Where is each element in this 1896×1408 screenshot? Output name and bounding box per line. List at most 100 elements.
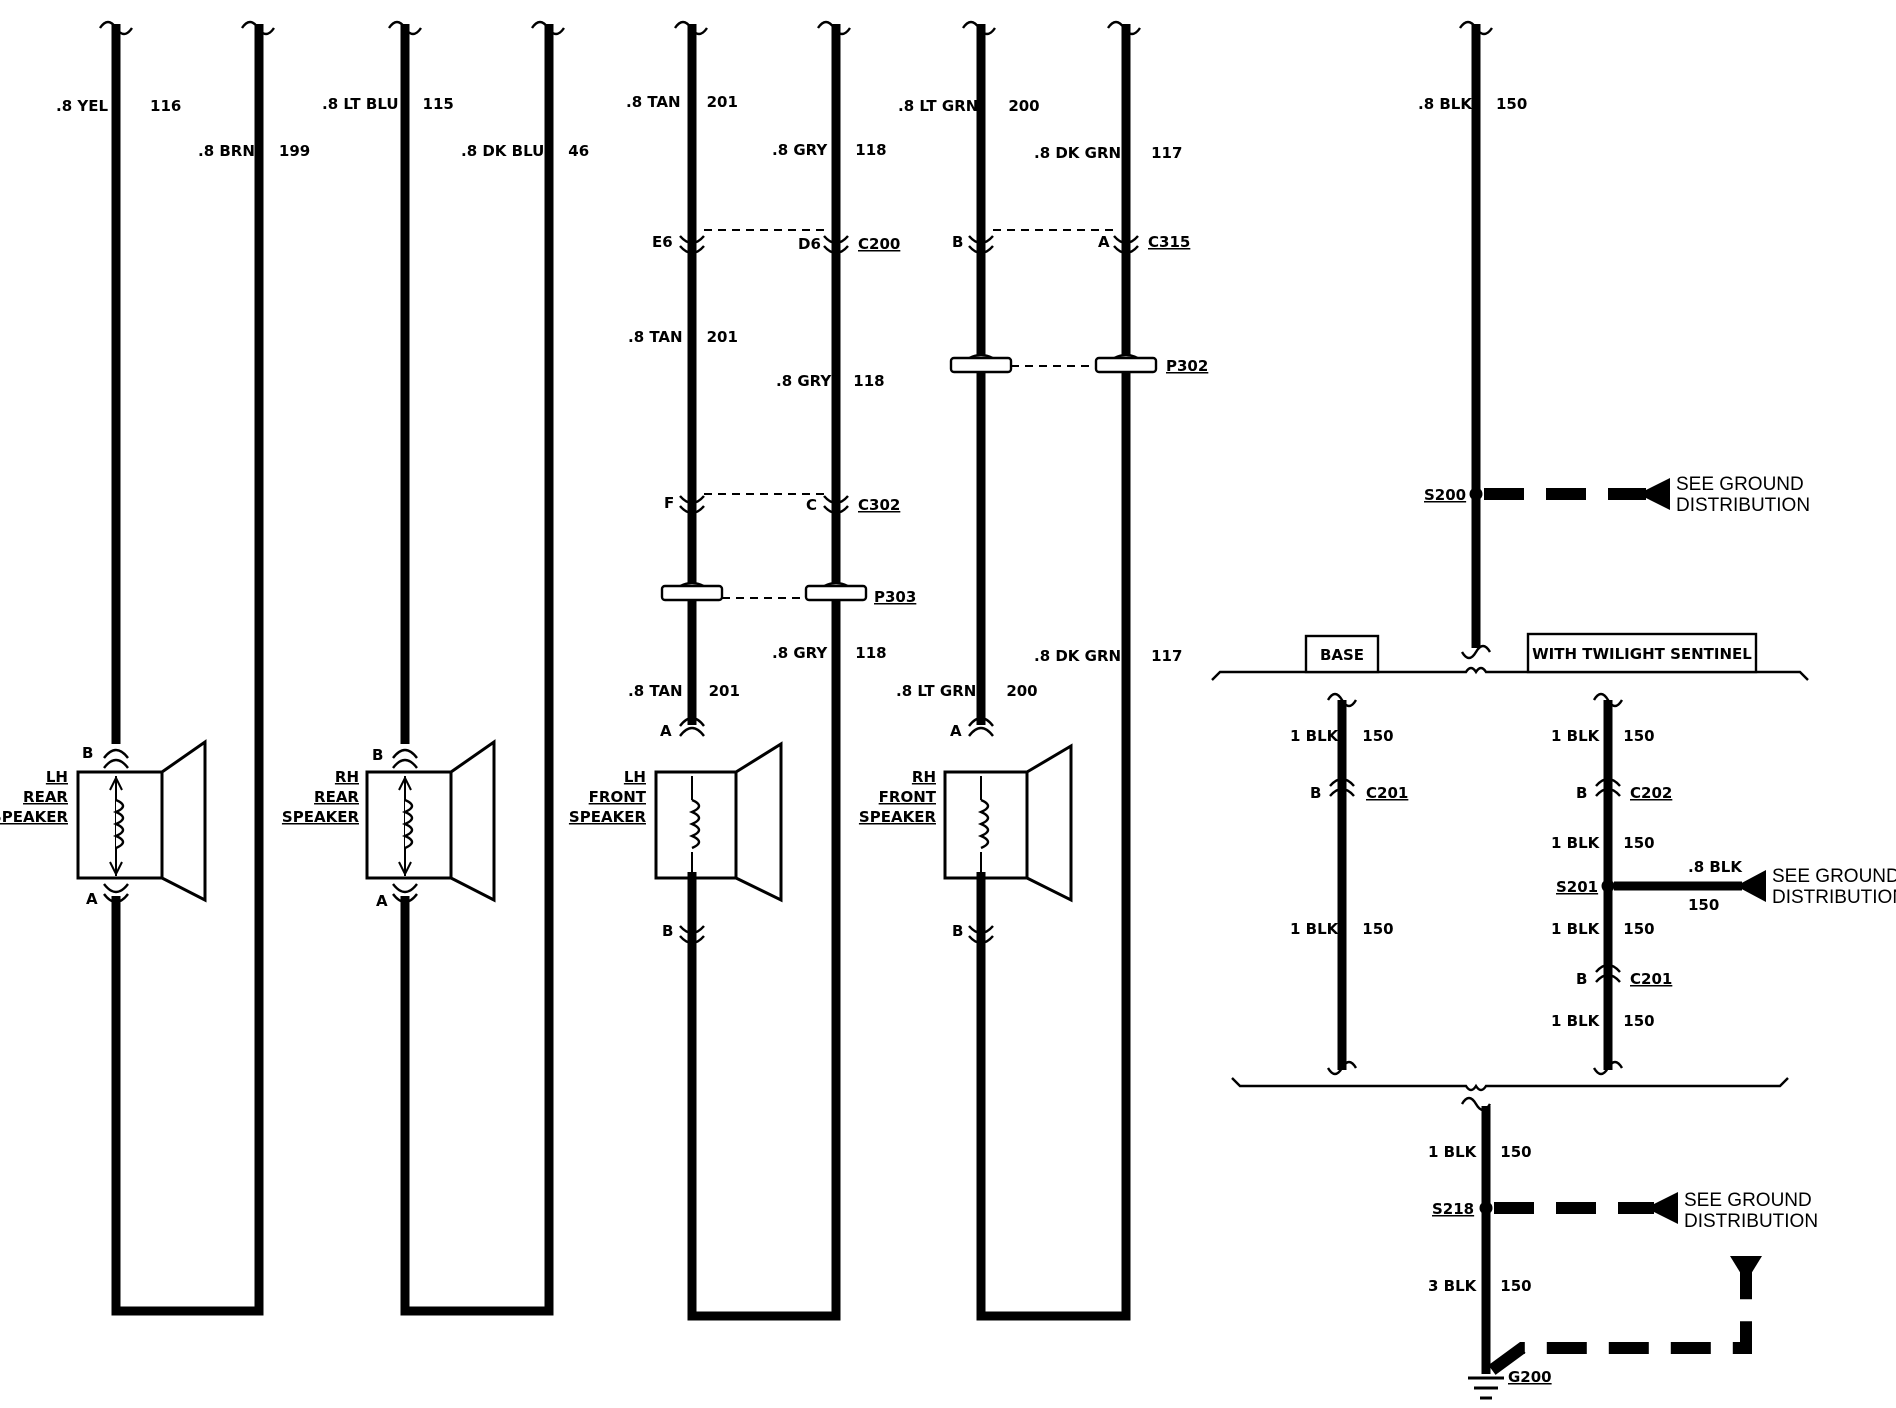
ground-label-g200: G200 [1508, 1368, 1552, 1386]
speaker-rh-front [943, 743, 1073, 903]
connector-cups [679, 235, 1139, 515]
speaker-lh-front [654, 741, 783, 903]
svg-text:DISTRIBUTION: DISTRIBUTION [1684, 1211, 1818, 1232]
pin-rh-front-bottom: B [952, 922, 963, 940]
speaker-terminals [103, 716, 994, 945]
pin-d6: D6 [798, 235, 821, 253]
svg-text:FRONT: FRONT [879, 788, 937, 806]
splice-s200 [1469, 487, 1483, 501]
option-top-line [1211, 666, 1809, 681]
connector-c200: C200 [858, 235, 900, 253]
speaker-label-lh-rear: LH REAR SPEAKER [0, 768, 68, 826]
svg-text:SPEAKER: SPEAKER [0, 808, 68, 826]
connector-c202: C202 [1630, 784, 1672, 802]
wire-label-150-s201-gauge: .8 BLK [1688, 858, 1743, 876]
pin-b-c315: B [952, 233, 963, 251]
svg-text:REAR: REAR [314, 788, 359, 806]
connector-c315: C315 [1148, 233, 1190, 251]
pin-lh-front-top: A [660, 722, 672, 740]
option-twilight-box [1526, 632, 1758, 674]
connector-c302: C302 [858, 496, 900, 514]
wire-loop-200-117 [976, 24, 1131, 1321]
pin-c: C [806, 496, 817, 514]
ground-dist-label-1: SEE GROUND DISTRIBUTION [1676, 474, 1810, 516]
speaker-label-lh-front: LH FRONT SPEAKER [569, 768, 647, 826]
svg-text:SEE GROUND: SEE GROUND [1676, 474, 1804, 495]
svg-text:DISTRIBUTION: DISTRIBUTION [1676, 495, 1810, 516]
ground-dist-label-2: SEE GROUND DISTRIBUTION [1772, 866, 1896, 908]
svg-text:DISTRIBUTION: DISTRIBUTION [1772, 887, 1896, 908]
connector-c201a: C201 [1366, 784, 1408, 802]
grommet-p303 [660, 581, 868, 602]
ground-arrow-s201 [1736, 870, 1766, 902]
speaker-label-rh-front: RH FRONT SPEAKER [859, 768, 937, 826]
grommet-label-p302: P302 [1166, 357, 1208, 375]
svg-text:RH: RH [335, 768, 359, 786]
svg-text:SPEAKER: SPEAKER [569, 808, 647, 826]
svg-text:SEE GROUND: SEE GROUND [1684, 1190, 1812, 1211]
svg-text:REAR: REAR [23, 788, 68, 806]
speaker-label-rh-rear: RH REAR SPEAKER [282, 768, 360, 826]
pin-lh-rear-top: B [82, 744, 93, 762]
pin-a-c315: A [1098, 233, 1110, 251]
wire-loop-115-46 [400, 24, 554, 1316]
wire-break-marks [99, 20, 1493, 36]
speaker-lh-rear [76, 739, 207, 903]
speaker-rh-rear [365, 739, 496, 903]
pin-rh-rear-bottom: A [376, 892, 388, 910]
splice-label-s201: S201 [1556, 878, 1598, 896]
svg-text:SPEAKER: SPEAKER [859, 808, 937, 826]
wire-break-lower [1460, 644, 1492, 660]
svg-text:FRONT: FRONT [589, 788, 647, 806]
pin-rh-rear-top: B [372, 746, 383, 764]
option-label-base: BASE [1320, 646, 1364, 664]
svg-text:LH: LH [46, 768, 68, 786]
svg-text:SEE GROUND: SEE GROUND [1772, 866, 1896, 887]
pin-rh-front-top: A [950, 722, 962, 740]
grommet-label-p303: P303 [874, 588, 916, 606]
svg-text:LH: LH [624, 768, 646, 786]
grommet-p302 [949, 353, 1158, 374]
wire-loop-116-199 [111, 24, 264, 1316]
pin-f: F [664, 494, 674, 512]
option-base-box [1304, 634, 1380, 674]
connector-c201b: C201 [1630, 970, 1672, 988]
break-base-bottom [1326, 1060, 1358, 1076]
splice-s201 [1601, 879, 1615, 893]
connector-cup-c201a [1329, 777, 1355, 797]
ground-dist-label-3: SEE GROUND DISTRIBUTION [1684, 1190, 1818, 1232]
option-bottom-line [1231, 1077, 1789, 1092]
ground-arrow-s218 [1646, 1192, 1678, 1224]
pin-b-c201a: B [1310, 784, 1321, 802]
option-label-twilight: WITH TWILIGHT SENTINEL [1532, 645, 1752, 663]
splice-label-s200: S200 [1424, 486, 1466, 504]
pin-b-c201b: B [1576, 970, 1587, 988]
connector-cup-c202 [1595, 777, 1621, 797]
ground-return-arrow [1730, 1256, 1762, 1282]
pin-lh-front-bottom: B [662, 922, 673, 940]
svg-text:SPEAKER: SPEAKER [282, 808, 360, 826]
wire-loop-201-118 [687, 24, 841, 1321]
pin-b-c202: B [1576, 784, 1587, 802]
